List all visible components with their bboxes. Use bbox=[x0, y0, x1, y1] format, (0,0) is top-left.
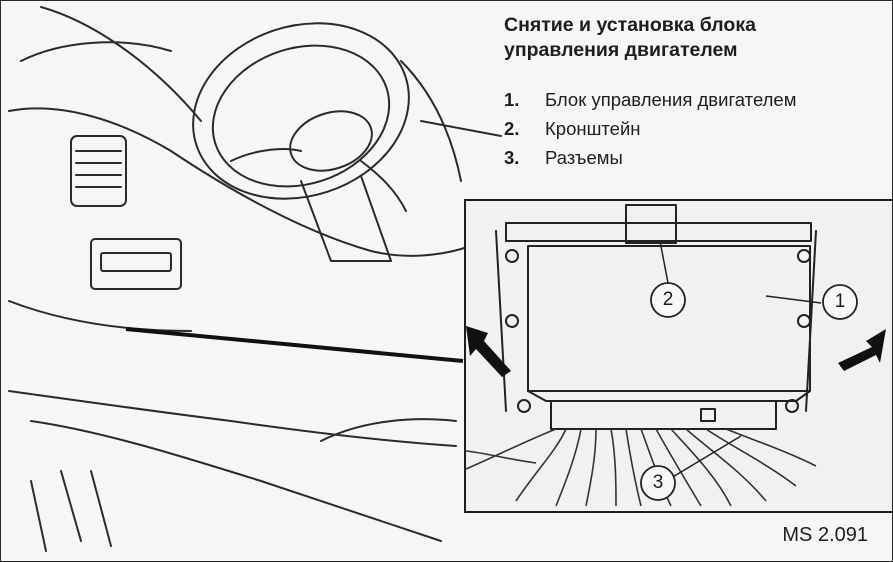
left-arrow-icon bbox=[466, 326, 511, 377]
legend-text: Блок управления двигателем bbox=[545, 89, 797, 110]
callout-1-circle bbox=[822, 284, 858, 320]
title-line-2: управления двигателем bbox=[504, 39, 738, 61]
callout-label-2: 2 bbox=[662, 289, 674, 310]
legend-text: Кронштейн bbox=[545, 118, 641, 139]
right-arrow-icon bbox=[838, 329, 886, 371]
legend-number: 2. bbox=[504, 118, 520, 139]
detail-inset: 2 1 3 bbox=[464, 199, 892, 513]
legend-text: Разъемы bbox=[545, 147, 623, 168]
control-unit-detail bbox=[466, 204, 886, 507]
callout-3-circle bbox=[640, 465, 676, 501]
callout-label-3: 3 bbox=[652, 472, 664, 493]
legend-number: 3. bbox=[504, 147, 520, 168]
figure-code: MS 2.091 bbox=[782, 524, 868, 546]
title-line-1: Снятие и установка блока bbox=[504, 14, 756, 36]
callout-label-1: 1 bbox=[834, 291, 846, 312]
callout-2-circle bbox=[650, 282, 686, 318]
legend-number: 1. bbox=[504, 89, 520, 110]
diagram-title: Снятие и установка блока управления двиг… bbox=[504, 13, 864, 63]
